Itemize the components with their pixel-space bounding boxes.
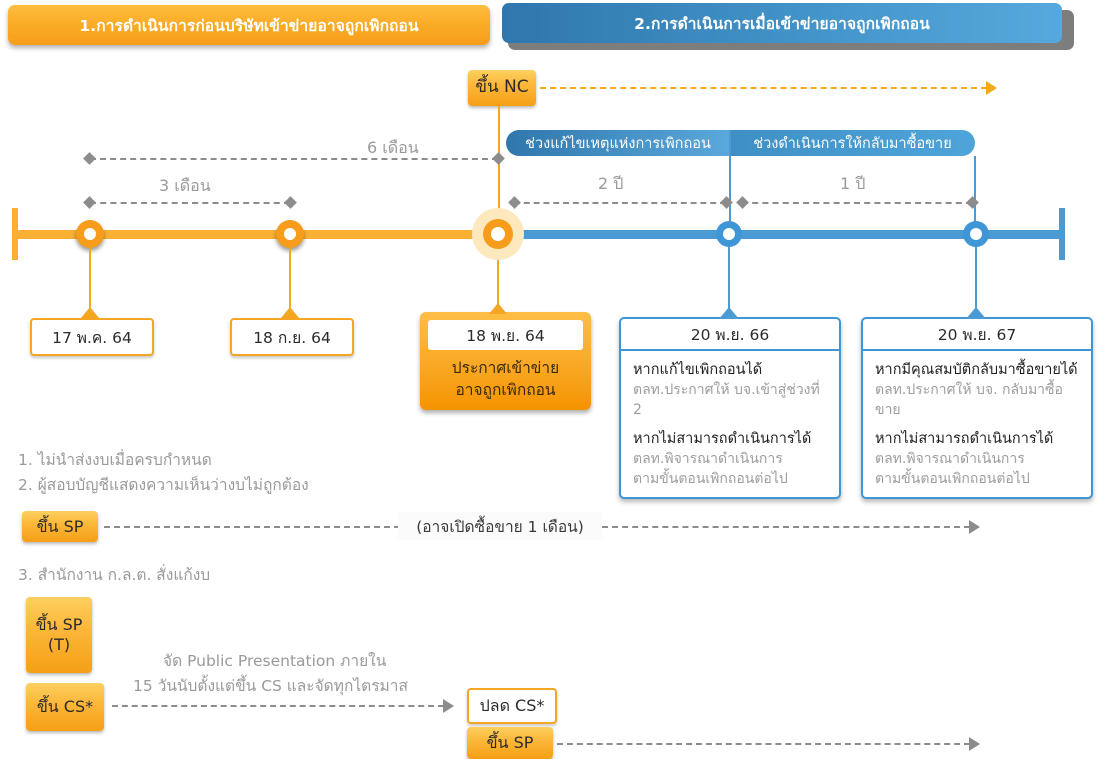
note-item-3: 3. สำนักงาน ก.ล.ต. สั่งแก้งบ bbox=[18, 566, 211, 584]
duration-diamond-left-six bbox=[83, 152, 96, 165]
duration-diamond-left-one-year bbox=[736, 196, 749, 209]
chip-nc[interactable]: ขึ้น NC bbox=[468, 70, 536, 106]
card-3-notch-icon bbox=[489, 303, 507, 314]
axis-end-tick bbox=[1059, 208, 1065, 260]
duration-label-three-months: 3 เดือน bbox=[159, 176, 211, 195]
card-4[interactable]: 20 พ.ย. 66 หากแก้ไขเพิกถอนได้ ตลท.ประกาศ… bbox=[619, 317, 841, 500]
duration-line-two-years bbox=[514, 202, 726, 204]
connector-node2 bbox=[289, 248, 291, 318]
duration-label-six-months: 6 เดือน bbox=[367, 138, 419, 157]
nc-connector bbox=[498, 106, 500, 236]
nc-arrow-line bbox=[540, 87, 987, 89]
duration-line-three-months bbox=[90, 202, 290, 204]
duration-line-six-months bbox=[90, 158, 498, 160]
duration-diamond-right-six bbox=[492, 152, 505, 165]
note-item-2: 2. ผู้สอบบัญชีแสดงความเห็นว่างบไม่ถูกต้อ… bbox=[18, 476, 309, 494]
sp-bottom-arrow-head-icon bbox=[969, 737, 980, 751]
connector-node1 bbox=[89, 248, 91, 318]
duration-line-one-year bbox=[742, 202, 972, 204]
card-5[interactable]: 20 พ.ย. 67 หากมีคุณสมบัติกลับมาซื้อขายได… bbox=[861, 317, 1093, 500]
phase-separator-line bbox=[729, 130, 731, 235]
sp-arrow-line-left bbox=[104, 526, 400, 528]
card-5-date: 20 พ.ย. 67 bbox=[863, 319, 1091, 351]
timeline-node-2[interactable] bbox=[276, 220, 304, 248]
card-4-row2-soft: ตลท.พิจารณาดำเนินการ ตามขั้นตอนเพิกถอนต่… bbox=[633, 451, 788, 487]
banner-phase2: 2.การดำเนินการเมื่อเข้าข่ายอาจถูกเพิกถอน bbox=[502, 3, 1062, 43]
public-presentation-line-1: จัด Public Presentation ภายใน bbox=[163, 652, 387, 670]
duration-diamond-right-three bbox=[284, 196, 297, 209]
cs-arrow-line bbox=[112, 705, 444, 707]
label-maybe-trade: (อาจเปิดซื้อขาย 1 เดือน) bbox=[398, 512, 602, 540]
card-5-row1-strong: หากมีคุณสมบัติกลับมาซื้อขายได้ bbox=[875, 362, 1078, 378]
card-5-notch-icon bbox=[966, 307, 986, 319]
card-4-row1-strong: หากแก้ไขเพิกถอนได้ bbox=[633, 362, 763, 378]
card-5-row1-soft: ตลท.ประกาศให้ บจ. กลับมาซื้อขาย bbox=[875, 382, 1063, 418]
card-3-body: ประกาศเข้าข่าย อาจถูกเพิกถอน bbox=[451, 359, 560, 400]
card-2-date[interactable]: 18 ก.ย. 64 bbox=[230, 318, 354, 356]
sp-arrow-line-right bbox=[602, 526, 970, 528]
card-4-row1-soft: ตลท.ประกาศให้ บจ.เข้าสู่ช่วงที่ 2 bbox=[633, 382, 820, 418]
phase-bar-a: ช่วงแก้ไขเหตุแห่งการเพิกถอน bbox=[506, 130, 730, 156]
timeline-node-4[interactable] bbox=[716, 221, 742, 247]
timeline-node-3-highlighted[interactable] bbox=[472, 208, 524, 260]
card-3[interactable]: 18 พ.ย. 64 ประกาศเข้าข่าย อาจถูกเพิกถอน bbox=[420, 312, 591, 410]
note-item-1: 1. ไม่นำส่งงบเมื่อครบกำหนด bbox=[18, 451, 212, 469]
phase-b-right-line bbox=[974, 156, 976, 236]
duration-diamond-left-three bbox=[83, 196, 96, 209]
cs-arrow-head-icon bbox=[443, 699, 454, 713]
sp-bottom-arrow-line bbox=[557, 743, 970, 745]
chip-sp-bottom[interactable]: ขึ้น SP bbox=[467, 727, 553, 759]
axis-orange-segment bbox=[12, 230, 498, 239]
duration-diamond-right-one-year bbox=[966, 196, 979, 209]
connector-node4 bbox=[728, 247, 730, 317]
duration-label-two-years: 2 ปี bbox=[598, 174, 624, 193]
chip-cs[interactable]: ขึ้น CS* bbox=[26, 683, 104, 731]
timeline-node-5[interactable] bbox=[963, 221, 989, 247]
card-3-date: 18 พ.ย. 64 bbox=[428, 320, 583, 350]
phase-bar-b: ช่วงดำเนินการให้กลับมาซื้อขาย bbox=[730, 130, 975, 156]
axis-blue-segment bbox=[498, 230, 1064, 239]
public-presentation-line-2: 15 วันนับตั้งแต่ขึ้น CS และจัดทุกไตรมาส bbox=[133, 677, 408, 695]
sp-arrow-head-icon bbox=[969, 520, 980, 534]
card-2-notch-icon bbox=[281, 307, 299, 318]
timeline-node-1[interactable] bbox=[76, 220, 104, 248]
card-1-notch-icon bbox=[81, 307, 99, 318]
connector-node5 bbox=[975, 247, 977, 317]
card-5-row2-strong: หากไม่สามารถดำเนินการได้ bbox=[875, 431, 1054, 448]
connector-node3 bbox=[497, 260, 499, 312]
card-5-row2-soft: ตลท.พิจารณาดำเนินการ ตามขั้นตอนเพิกถอนต่… bbox=[875, 451, 1030, 487]
duration-diamond-left-two-years bbox=[508, 196, 521, 209]
duration-label-one-year: 1 ปี bbox=[840, 174, 866, 193]
chip-release-cs[interactable]: ปลด CS* bbox=[467, 688, 557, 724]
banner-phase1: 1.การดำเนินการก่อนบริษัทเข้าข่ายอาจถูกเพ… bbox=[8, 5, 490, 45]
card-1-date[interactable]: 17 พ.ค. 64 bbox=[30, 318, 154, 356]
card-4-date: 20 พ.ย. 66 bbox=[621, 319, 839, 351]
card-4-row2-strong: หากไม่สามารถดำเนินการได้ bbox=[633, 431, 812, 448]
chip-sp-first[interactable]: ขึ้น SP bbox=[22, 511, 98, 542]
card-4-notch-icon bbox=[719, 307, 739, 319]
chip-sp-t[interactable]: ขึ้น SP (T) bbox=[26, 597, 92, 673]
nc-arrow-head-icon bbox=[986, 81, 997, 95]
